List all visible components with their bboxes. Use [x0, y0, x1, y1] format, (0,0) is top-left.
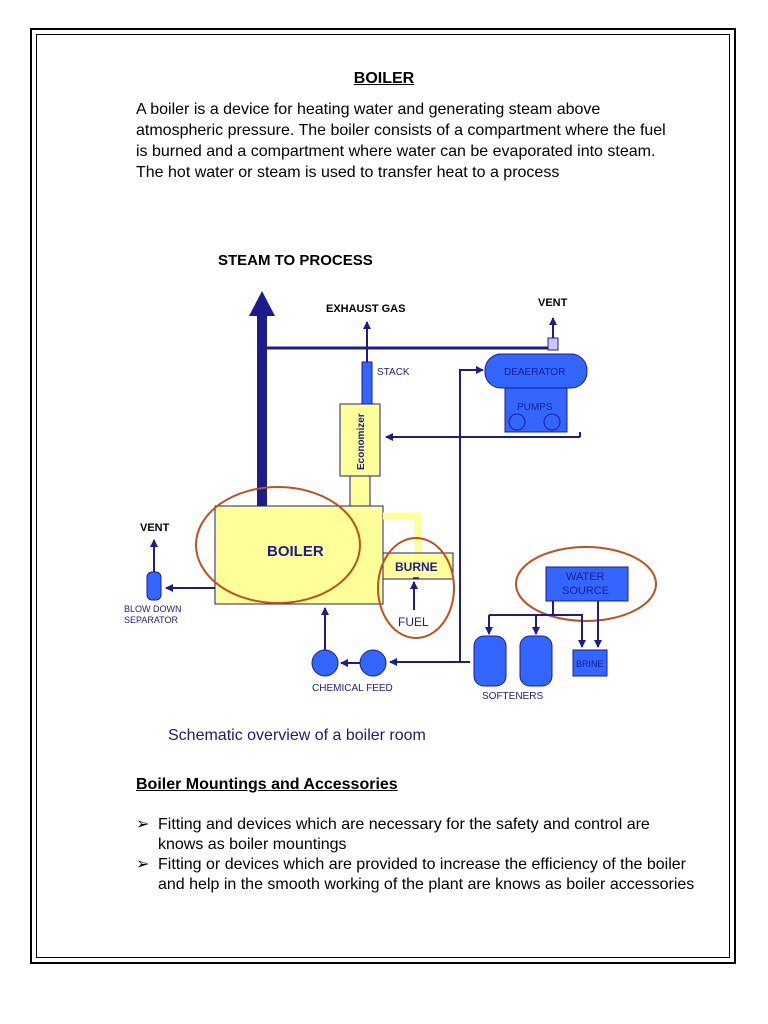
bullet-item: ➢ Fitting or devices which are provided …	[136, 855, 696, 895]
chemical-feed-pump-right	[359, 649, 387, 677]
steam-arrow	[249, 291, 275, 508]
bullet-text: Fitting or devices which are provided to…	[158, 856, 695, 893]
water-source-label-1: WATER	[566, 571, 605, 583]
page-title: BOILER	[353, 70, 415, 87]
softener-left	[473, 635, 507, 687]
burner-duct	[383, 512, 422, 553]
burner-highlight-circle	[377, 537, 455, 639]
stack	[361, 361, 373, 405]
deaerator-vent-valve	[547, 337, 559, 351]
softener-to-deaerator-line	[459, 366, 484, 662]
economizer-neck	[349, 475, 371, 507]
bullet-text: Fitting and devices which are necessary …	[158, 816, 650, 853]
water-source-label-2: SOURCE	[562, 585, 609, 597]
water-source-highlight-circle	[515, 546, 657, 622]
bullet-arrow-icon: ➢	[136, 856, 150, 873]
bullet-arrow-icon: ➢	[136, 816, 150, 833]
chemical-feed-pump-left	[311, 649, 339, 677]
steam-to-process-label: STEAM TO PROCESS	[218, 252, 373, 269]
bullet-item: ➢ Fitting and devices which are necessar…	[136, 815, 696, 855]
bullet-list: ➢ Fitting and devices which are necessar…	[136, 815, 696, 895]
deaerator-label: DEAERATOR	[504, 367, 565, 378]
page-border-inner	[36, 34, 730, 958]
vent-top-label: VENT	[538, 297, 568, 309]
blow-down-label-1: BLOW DOWN	[124, 604, 182, 614]
exhaust-gas-label: EXHAUST GAS	[326, 303, 405, 315]
boiler-highlight-circle	[195, 486, 361, 604]
burner	[382, 552, 454, 580]
stack-label: STACK	[377, 367, 410, 378]
brine-label: BRINE	[576, 659, 604, 669]
economizer-label: Economizer	[356, 413, 367, 470]
chemical-feed-label: CHEMICAL FEED	[312, 683, 393, 694]
boiler-label: BOILER	[267, 543, 324, 560]
pumps-label: PUMPS	[517, 402, 553, 413]
blow-down-label-2: SEPARATOR	[124, 615, 179, 625]
vent-left-label: VENT	[140, 522, 170, 534]
pump-left	[508, 413, 526, 431]
brine-tank	[572, 649, 608, 677]
softeners-label: SOFTENERS	[482, 691, 543, 702]
blow-down-separator	[146, 571, 162, 601]
diagram-caption: Schematic overview of a boiler room	[168, 727, 426, 744]
pump-right	[543, 413, 561, 431]
economizer	[339, 403, 381, 477]
water-header	[489, 614, 586, 648]
fuel-label: FUEL	[398, 615, 429, 629]
burner-label: BURNE	[395, 560, 438, 574]
section-title: Boiler Mountings and Accessories	[136, 776, 398, 793]
page-border-outer	[30, 28, 736, 964]
steam-line-to-deaerator	[262, 342, 555, 350]
intro-paragraph: A boiler is a device for heating water a…	[136, 101, 666, 181]
boiler-body	[214, 505, 384, 605]
softener-right	[519, 635, 553, 687]
water-source	[545, 566, 629, 602]
